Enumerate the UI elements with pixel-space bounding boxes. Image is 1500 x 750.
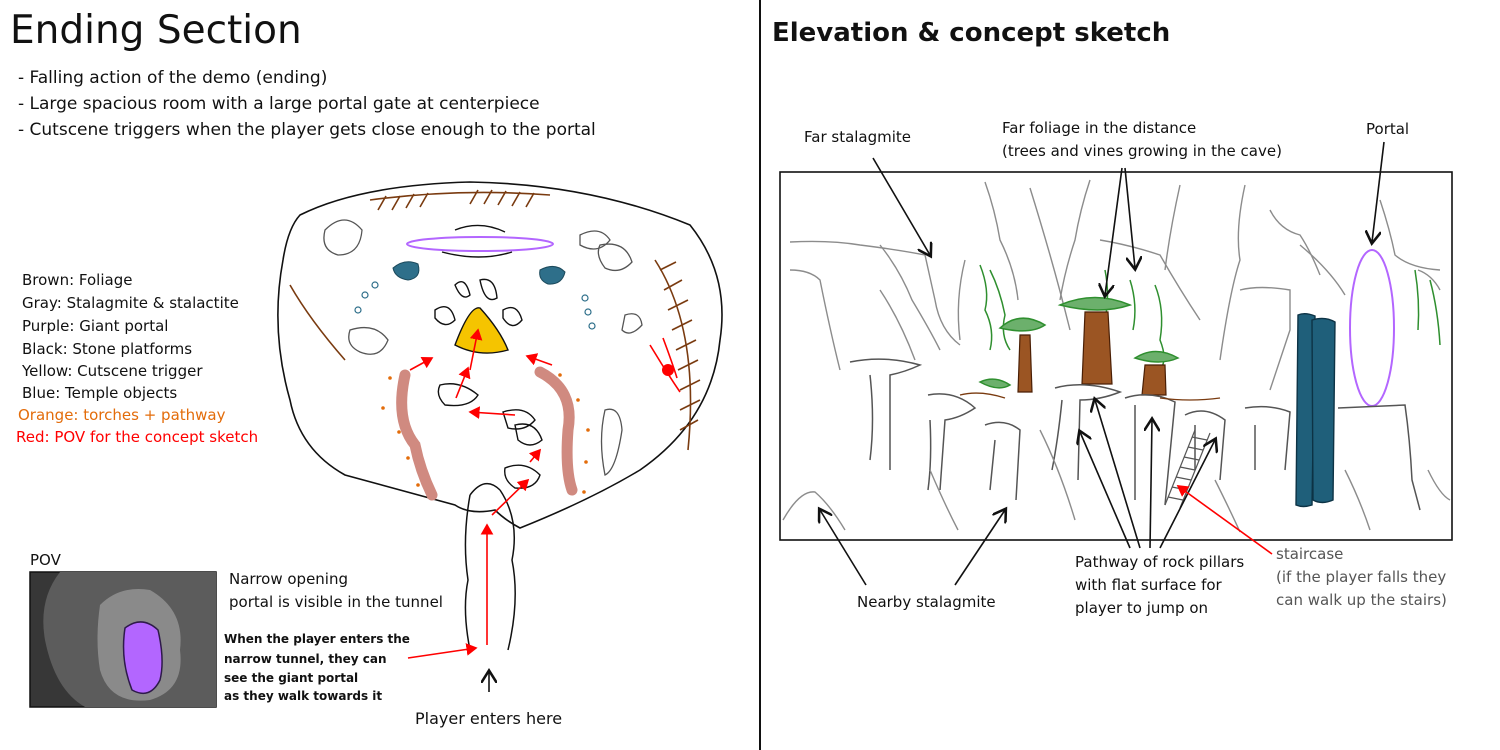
nearby-stalagmite-label: Nearby stalagmite (857, 593, 996, 611)
tunnel-note-arrow (407, 643, 478, 659)
rock-pillars (849, 358, 1421, 511)
foliage-top (369, 189, 551, 211)
cave-background-lines (789, 179, 1441, 361)
far-stalagmites (789, 259, 1291, 391)
legend-purple: Purple: Giant portal (22, 317, 169, 335)
player-enters-label: Player enters here (415, 709, 563, 728)
staircase-arrow (1176, 485, 1273, 555)
map-platforms (434, 224, 543, 489)
far-foliage-label-1: Far foliage in the distance (1002, 119, 1197, 137)
map-portal (406, 236, 554, 252)
pathway-label-3: player to jump on (1075, 599, 1209, 617)
legend-yellow: Yellow: Cutscene trigger (22, 362, 203, 380)
near-stalagmites (782, 429, 1451, 533)
far-stalagmite-label: Far stalagmite (804, 128, 912, 146)
pathway-label-2: with flat surface for (1075, 576, 1222, 594)
page-title: Ending Section (10, 8, 302, 53)
legend-blue: Blue: Temple objects (22, 384, 178, 402)
ground-lines (959, 392, 1221, 401)
concept-sketch-title: Elevation & concept sketch (772, 18, 1171, 48)
far-trees (978, 296, 1180, 389)
legend-red: Red: POV for the concept sketch (16, 428, 259, 446)
temple-object-left (392, 261, 420, 281)
cave-map-outline (277, 181, 723, 529)
map-stalagmites (323, 219, 643, 476)
bullet-3: - Cutscene triggers when the player gets… (18, 120, 596, 140)
staircase-label-2: (if the player falls they (1276, 568, 1447, 586)
tunnel-note-2: narrow tunnel, they can (224, 652, 387, 666)
pov-portal (122, 621, 163, 695)
torches (381, 373, 590, 494)
tunnel-note-3: see the giant portal (224, 671, 359, 685)
pathway-left (396, 369, 438, 501)
staircase-label-3: can walk up the stairs) (1276, 591, 1447, 609)
far-foliage-label-2: (trees and vines growing in the cave) (1002, 142, 1282, 160)
legend-gray: Gray: Stalagmite & stalactite (22, 294, 239, 312)
legend-brown: Brown: Foliage (22, 271, 133, 289)
blue-pillars (1295, 313, 1336, 508)
tunnel-note-1: When the player enters the (224, 632, 410, 646)
narrow-opening-label-2: portal is visible in the tunnel (229, 593, 443, 611)
temple-object-right (539, 266, 566, 285)
pov-label: POV (30, 551, 61, 569)
bullet-2: - Large spacious room with a large porta… (18, 94, 540, 114)
pathway-right (534, 366, 578, 496)
tree-trunks (1017, 311, 1167, 396)
tunnel-note-4: as they walk towards it (224, 689, 383, 703)
pathway-label-1: Pathway of rock pillars (1075, 553, 1245, 571)
legend-orange: Orange: torches + pathway (18, 406, 226, 424)
portal-label: Portal (1366, 120, 1410, 138)
cutscene-trigger (454, 307, 509, 354)
staircase-label-1: staircase (1276, 545, 1344, 563)
pov-dot (662, 364, 674, 376)
bullet-1: - Falling action of the demo (ending) (18, 68, 328, 88)
narrow-opening-label-1: Narrow opening (229, 570, 348, 588)
foliage-right (654, 259, 701, 451)
concept-sketch-frame (779, 171, 1453, 541)
tunnel (464, 489, 516, 651)
tunnel-top (469, 482, 501, 496)
foliage-left (289, 284, 346, 361)
temple-small-objects (354, 281, 596, 330)
legend-black: Black: Stone platforms (22, 340, 193, 358)
player-path-arrows (409, 328, 553, 645)
panel-divider (759, 0, 761, 750)
